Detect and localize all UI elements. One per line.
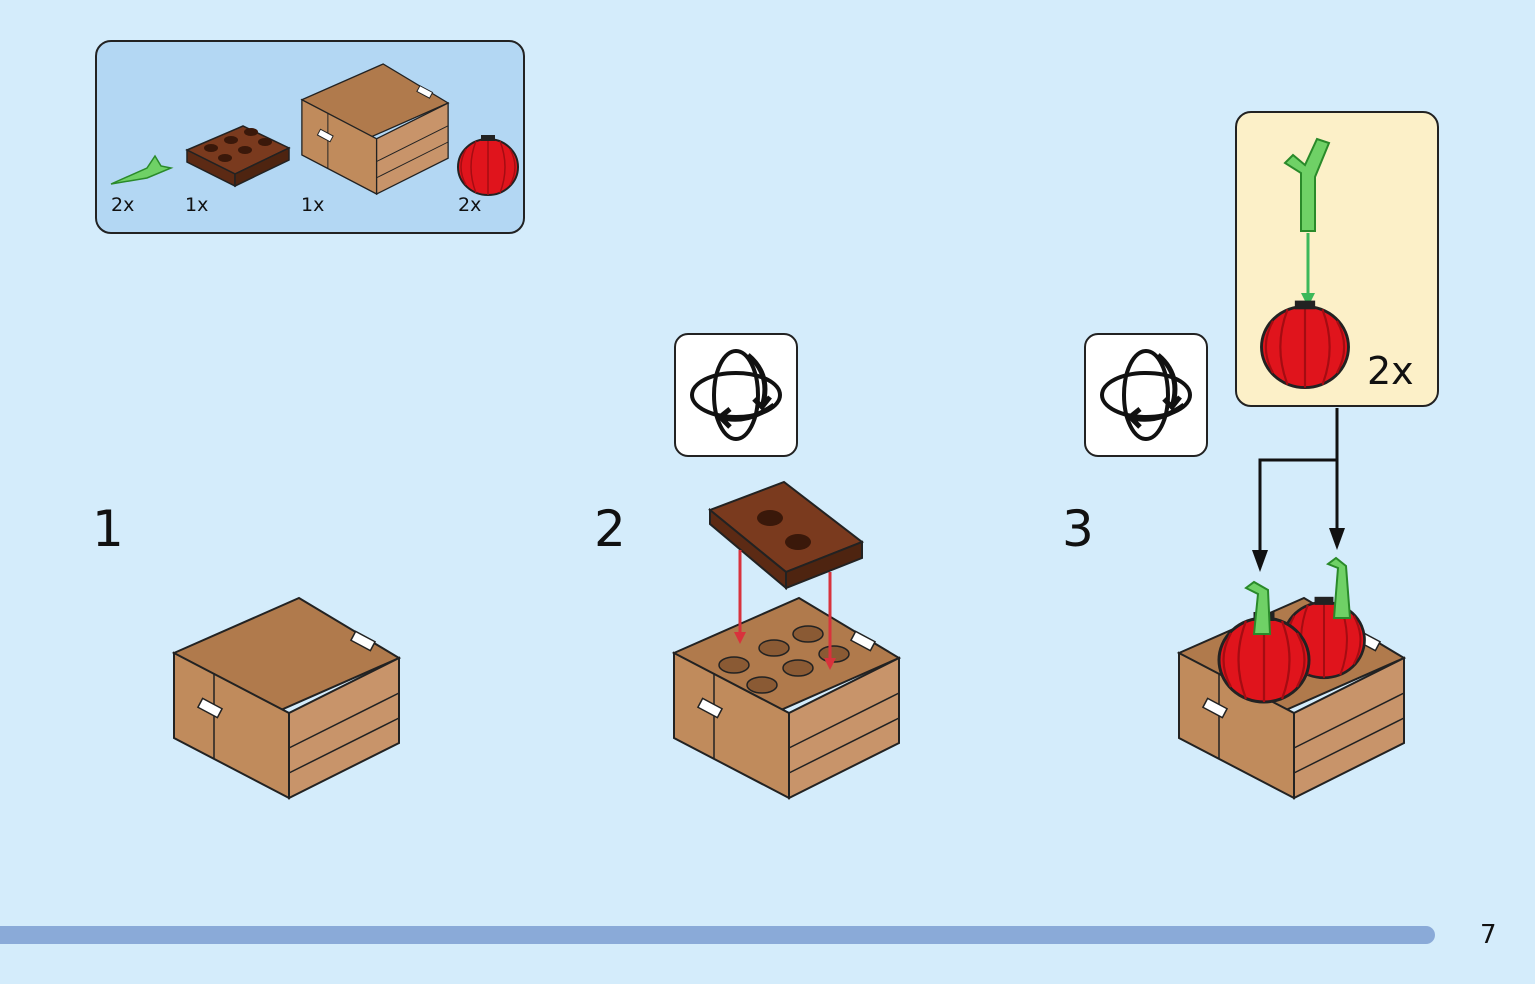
rotate-model-icon [1100, 349, 1192, 441]
part-qty-crate: 1x [301, 194, 325, 216]
submodel-assembly [1260, 137, 1350, 390]
rotate-model-callout-2 [1084, 333, 1208, 457]
step-1-number: 1 [92, 500, 124, 558]
rotate-model-icon [690, 349, 782, 441]
step-3-number: 3 [1062, 500, 1094, 558]
crate-part [301, 63, 449, 195]
parts-list-box: 2x 1x 1x 2x [95, 40, 525, 234]
step-2-assembly [673, 480, 900, 799]
step-1-crate [173, 597, 400, 799]
red-lantern-part [457, 134, 519, 196]
rotate-model-callout [674, 333, 798, 457]
part-qty-lantern: 2x [458, 194, 482, 216]
green-stem-part [110, 154, 174, 185]
progress-bar [0, 926, 1435, 944]
brown-plate-part [185, 125, 291, 188]
part-qty-plate: 1x [185, 194, 209, 216]
submodel-callout: 2x [1235, 111, 1439, 407]
part-qty-stem: 2x [111, 194, 135, 216]
page-number: 7 [1480, 920, 1497, 950]
step-3-assembly [1178, 408, 1405, 799]
submodel-qty: 2x [1367, 349, 1414, 393]
step-2-number: 2 [594, 500, 626, 558]
